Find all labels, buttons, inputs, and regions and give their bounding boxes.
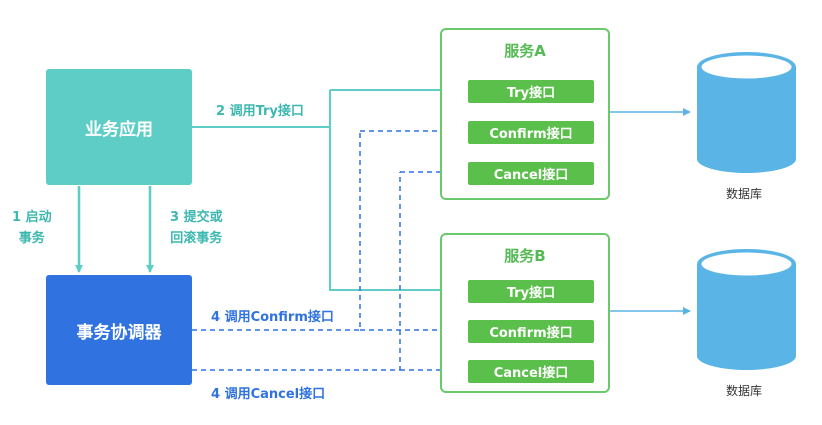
commit-rollback-label: 3 提交或 回滚事务: [170, 210, 223, 246]
database-b-label: 数据库: [726, 384, 763, 398]
confirm-line: [192, 131, 361, 331]
transaction-coordinator-node: 事务协调器: [46, 275, 192, 385]
service-a-cancel-interface: Cancel接口: [468, 162, 594, 185]
start-transaction-label: 1 启动 事务: [12, 210, 52, 246]
service-a-try-interface: Try接口: [468, 80, 594, 103]
service-b-cancel-interface: Cancel接口: [468, 360, 594, 383]
service-b-try-interface: Try接口: [468, 280, 594, 303]
service-b-confirm-interface: Confirm接口: [468, 320, 594, 343]
service-a: 服务A Try接口 Confirm接口 Cancel接口: [440, 28, 610, 200]
database-a-label: 数据库: [726, 187, 763, 201]
service-b: 服务B Try接口 Confirm接口 Cancel接口: [440, 233, 610, 393]
business-app-node: 业务应用: [46, 69, 192, 185]
cancel-call-label: 4 调用Cancel接口: [211, 387, 326, 402]
service-b-title: 服务B: [504, 247, 546, 265]
cancel-line: [192, 172, 401, 371]
try-call-label: 2 调用Try接口: [216, 104, 304, 119]
confirm-call-label: 4 调用Confirm接口: [211, 310, 334, 325]
database-b-icon: [697, 249, 796, 370]
service-a-title: 服务A: [504, 42, 546, 60]
service-a-confirm-interface: Confirm接口: [468, 121, 594, 144]
try-b-arrow: [329, 127, 465, 294]
database-a-icon: [697, 52, 796, 173]
